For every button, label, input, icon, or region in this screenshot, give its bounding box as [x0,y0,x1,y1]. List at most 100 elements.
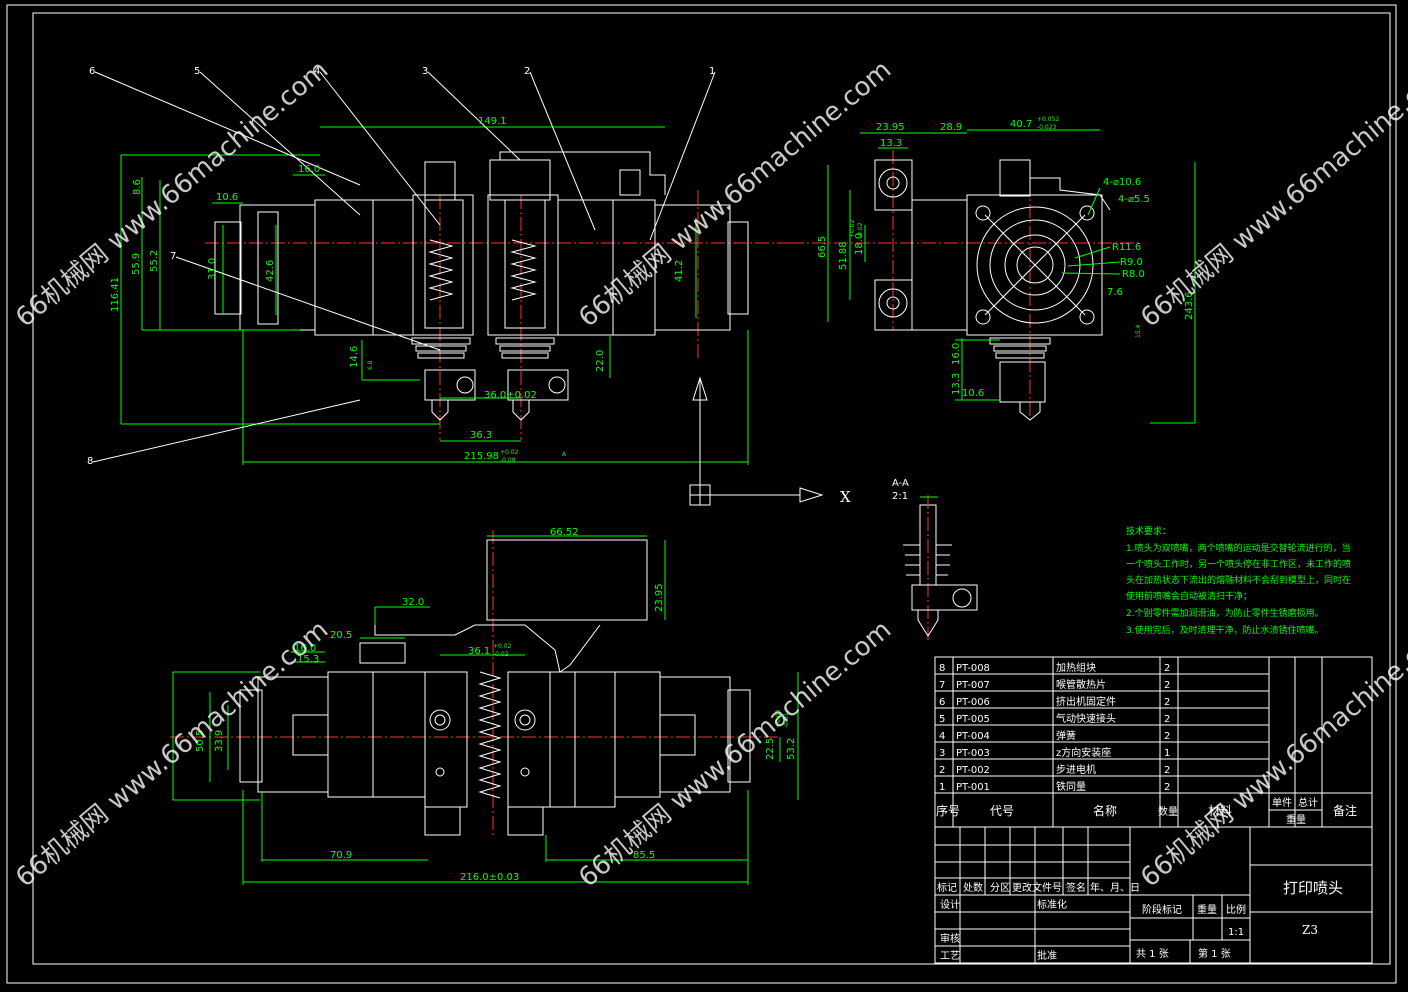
dim-16-0: 16.0 [298,164,320,175]
dim-51-88: 51.88 [838,241,849,270]
bom-no: 3 [939,748,945,759]
tb-approve: 批准 [1037,949,1057,962]
notes-line-3: 头在加热状态下流出的熔融材料不会刮到模型上，同时在 [1126,574,1351,586]
dim-15-3: 15.3 [297,654,319,665]
watermark: 66机械网 www.66machine.com [573,55,897,334]
tol-532-lower: -0.01 [783,712,790,728]
bom-header-name: 名称 [1093,803,1117,818]
dim-41-2: 41.2 [674,260,685,282]
tol-5188-lower: -0.02 [857,222,864,238]
dim-18-0: 18.0 [854,233,865,255]
dim-70-9: 70.9 [330,850,352,861]
dim-23-95: 23.95 [876,122,905,133]
tol-361-upper: +0.02 [493,643,512,650]
bom-header-remark: 备注 [1333,803,1357,818]
tol-215-upper: +0.02 [500,449,519,456]
bom-name: 弹簧 [1056,729,1076,742]
bom-header-code: 代号 [990,804,1014,818]
bom-qty: 2 [1164,697,1170,708]
bom-name: 喉管散热片 [1056,678,1106,691]
tb-drawing-code: Z3 [1302,923,1318,937]
tb-process: 工艺 [940,950,960,962]
tol-532-upper: +0.02 [775,709,782,728]
tb-label-sign: 签名 [1066,881,1086,894]
bom-code: PT-004 [956,731,990,742]
bom-name: 步进电机 [1056,763,1096,776]
notes-line-6: 3.使用完后，及时清理干净，防止水渍锈住喷嘴。 [1126,624,1324,636]
balloon-5: 5 [194,66,200,77]
dim-13-3-top: 13.3 [880,138,902,149]
dim-28-9: 28.9 [940,122,962,133]
sheet-inner-border [32,12,1391,965]
bom-qty: 2 [1164,782,1170,793]
dim-55-9: 55.9 [131,253,142,275]
title-block: 标记 处数 分区 更改文件号 签名 年、月、日 设计 标准化 阶段标记 重量 比… [934,826,1373,964]
balloon-7: 7 [170,251,176,262]
section-aa-name: A-A [892,478,909,489]
axis-x-label: X [840,488,851,506]
tb-scale-label: 比例 [1226,903,1246,916]
dim-53-2: 53.2 [786,738,797,760]
callout-r11-6: R11.6 [1112,242,1141,253]
dim-36-1: 36.1 [468,646,490,657]
tol-215-lower: -0.08 [500,457,516,464]
bom-header-no: 序号 [936,803,960,818]
callout-4-5-5: 4-⌀5.5 [1118,194,1150,205]
dim-31-0: 31.0 [207,258,218,280]
bom-qty: 2 [1164,714,1170,725]
tb-scale-value: 1:1 [1228,927,1244,938]
bom-header-weight: 重量 [1286,813,1306,826]
dim-33-9: 33.9 [214,730,225,752]
bom-qty: 1 [1164,748,1170,759]
bom-no: 2 [939,765,945,776]
tb-sheet-no: 第 1 张 [1198,947,1231,960]
notes-line-5: 2.个别零件需加润滑油，为防止零件生锈磨损用。 [1126,607,1324,619]
dim-50-5: 50.5 [195,730,206,752]
tol-361-lower: -0.02 [493,651,509,658]
dim-216-0: 216.0±0.03 [460,872,519,883]
bom-name: 气动快速接头 [1056,712,1116,725]
dim-10-6: 10.6 [216,192,238,203]
bom-table: 8 PT-008 加热组块 2 7 PT-007 喉管散热片 2 6 PT-00… [934,656,1373,828]
dim-42-6: 42.6 [265,260,276,282]
bom-qty: 2 [1164,663,1170,674]
bom-qty: 2 [1164,680,1170,691]
dim-149-1: 149.1 [478,116,507,127]
dim-66-5: 66.5 [817,236,828,258]
watermark: 66机械网 www.66machine.com [1135,55,1408,334]
dim-243-6: 243.6 [1184,291,1195,320]
tol-40-upper: +0.052 [1037,116,1059,123]
technical-notes: 技术要求： 1.喷头为双喷嘴，两个喷嘴的运动是交替轮流进行的，当 一个喷头工作时… [1126,525,1351,636]
tb-stage: 阶段标记 [1142,903,1182,916]
balloon-4: 4 [314,66,320,77]
bom-code: PT-003 [956,748,990,759]
callout-r8-0: R8.0 [1122,269,1145,280]
dim-13-3-side: 13.3 [951,373,962,395]
bom-code: PT-001 [956,782,990,793]
dim-10-6-side: 10.6 [962,388,984,399]
balloon-8: 8 [87,456,93,467]
tb-weight: 重量 [1197,903,1217,916]
bom-no: 6 [939,697,945,708]
dim-36-3: 36.3 [470,430,492,441]
bom-qty: 2 [1164,731,1170,742]
dim-22-0: 22.0 [595,350,606,372]
bom-no: 8 [939,663,945,674]
front-view: 6 5 4 3 2 1 7 8 149.1 16.0 10.6 8.6 55.9… [87,66,790,467]
watermark: 66机械网 www.66machine.com [573,615,897,894]
bom-header-qty: 数量 [1158,805,1178,818]
bom-no: 7 [939,680,945,691]
tb-standard: 标准化 [1037,898,1067,911]
dim-8-6: 8.6 [132,179,143,195]
dim-85-5: 85.5 [633,850,655,861]
top-view: 66.52 23.95 32.0 20.5 16.0 15.3 36.1 +0.… [170,527,799,885]
notes-title: 技术要求： [1126,525,1171,537]
tol-5188-upper: +0.02 [849,219,856,238]
dim-16-0-top: 16.0 [294,643,316,654]
tb-label-zone: 分区 [990,882,1010,894]
callout-7-6: 7.6 [1107,287,1123,298]
bom-header-material: 材料 [1208,804,1232,818]
tb-sheets: 共 1 张 [1136,948,1169,960]
bom-code: PT-005 [956,714,990,725]
